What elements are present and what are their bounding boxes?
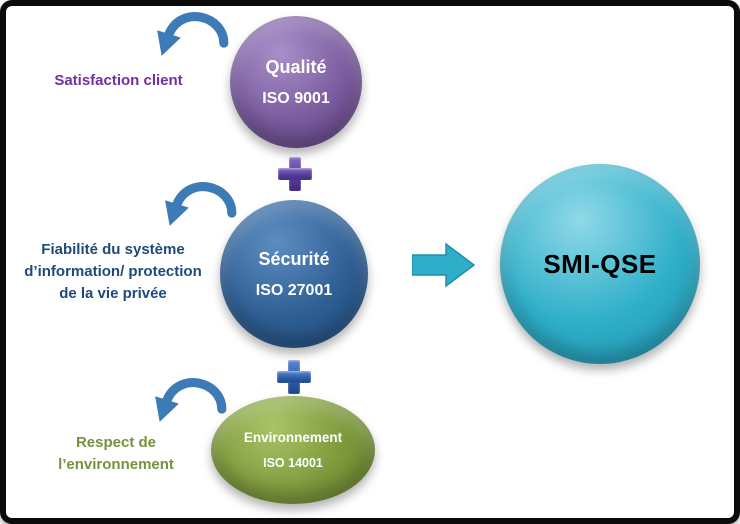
plus-horizontal-bar <box>278 168 312 180</box>
annotation-satisfaction-client: Satisfaction client <box>54 72 183 89</box>
environment-circle: Environnement ISO 14001 <box>211 396 375 504</box>
plus-icon <box>277 360 311 394</box>
environment-iso-label: ISO 14001 <box>263 455 323 470</box>
security-circle: Sécurité ISO 27001 <box>220 200 368 348</box>
quality-iso-label: ISO 9001 <box>262 89 330 107</box>
security-title: Sécurité <box>258 248 330 269</box>
environment-title: Environnement <box>243 430 343 445</box>
curved-arrow-icon <box>155 378 227 422</box>
plus-icon <box>278 157 312 191</box>
result-title: SMI-QSE <box>543 248 657 279</box>
result-circle: SMI-QSE <box>500 164 700 364</box>
curved-arrow-icon <box>165 182 237 226</box>
security-iso-label: ISO 27001 <box>255 281 333 299</box>
annotation-respect-environnement: Respect de l’environnement <box>58 434 174 473</box>
quality-circle: Qualité ISO 9001 <box>230 16 362 148</box>
right-arrow-icon <box>412 242 476 288</box>
quality-title: Qualité <box>265 56 327 77</box>
plus-horizontal-bar <box>277 371 311 383</box>
annotation-fiabilite-systeme: Fiabilité du système d’information/ prot… <box>24 241 202 302</box>
curved-arrow-icon <box>157 12 229 56</box>
